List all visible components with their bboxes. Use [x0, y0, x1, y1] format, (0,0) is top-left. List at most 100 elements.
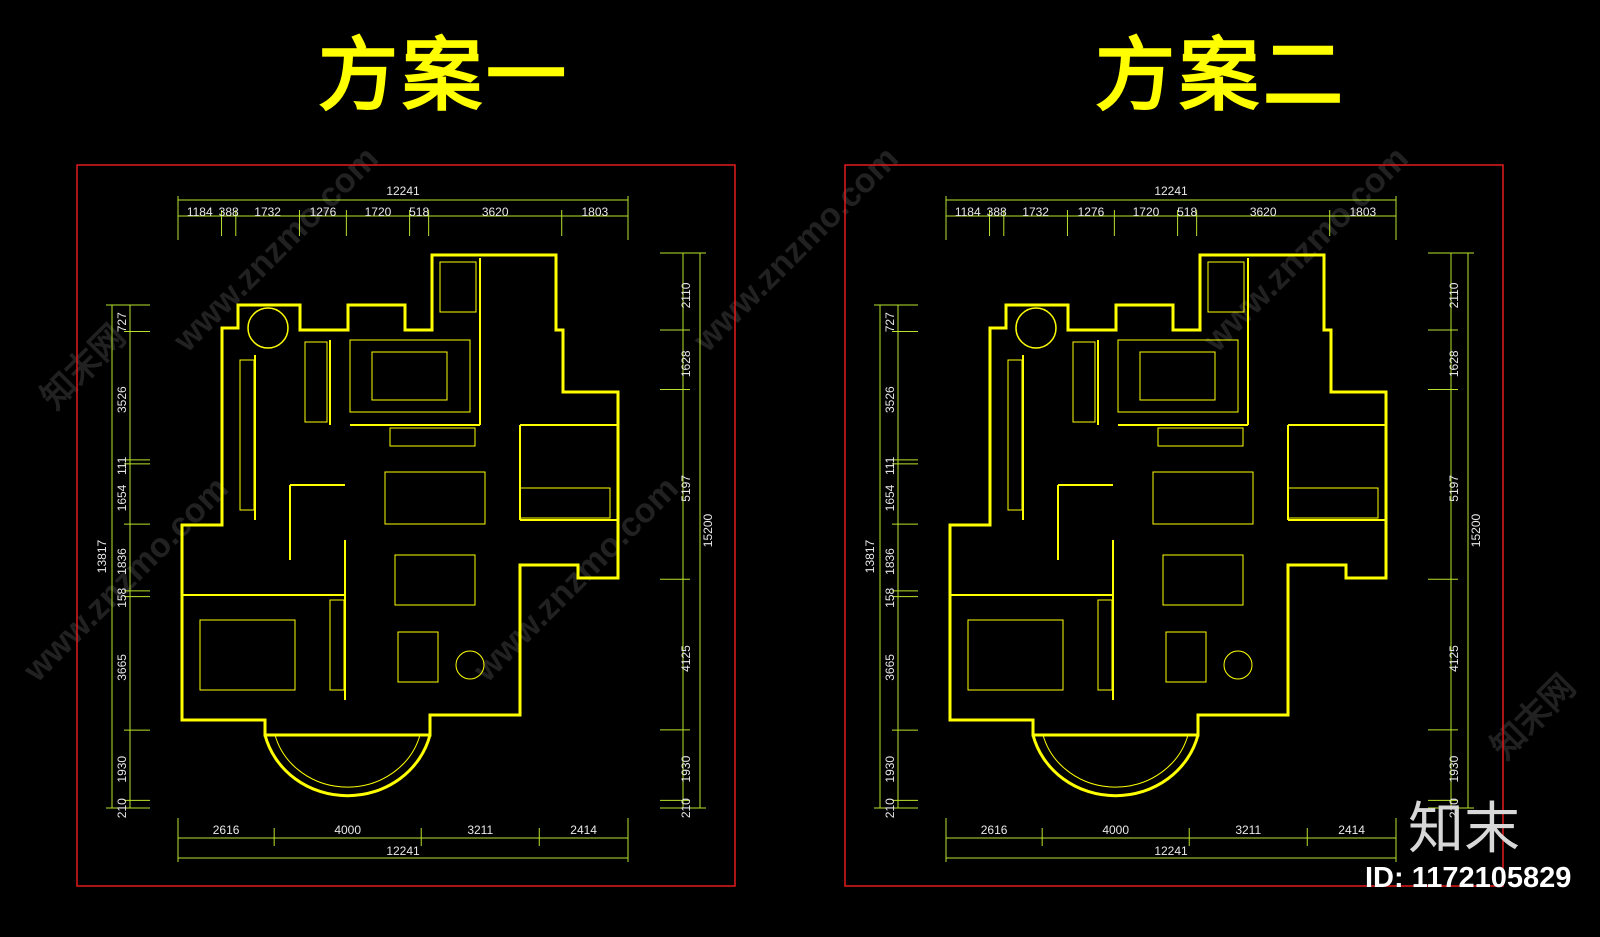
right-segment-dimension: 5197	[1447, 475, 1461, 502]
top-total-dimension: 12241	[386, 184, 420, 198]
image-id-label: ID: 1172105829	[1365, 862, 1572, 894]
left-segment-dimension: 3665	[115, 654, 129, 681]
bay-window-wall	[1031, 734, 1200, 798]
sofa	[394, 554, 476, 606]
bed	[967, 619, 1064, 691]
right-segment-dimension: 1628	[1447, 350, 1461, 377]
left-segment-dimension: 1930	[115, 756, 129, 783]
round-table	[1223, 650, 1253, 680]
left-segment-dimension: 158	[883, 587, 897, 607]
right-total-dimension: 15200	[1469, 513, 1483, 547]
kitchen-counter	[519, 487, 611, 519]
left-segment-dimension: 111	[883, 456, 897, 475]
sofa	[397, 631, 439, 683]
right-segment-dimension: 2110	[679, 282, 693, 308]
top-segment-dimension: 388	[987, 205, 1007, 219]
top-segment-dimension: 518	[409, 205, 429, 219]
top-segment-dimension: 1803	[1350, 205, 1377, 219]
bottom-segment-dimension: 4000	[334, 823, 361, 837]
exterior-wall	[180, 253, 620, 737]
left-segment-dimension: 1930	[883, 756, 897, 783]
left-segment-dimension: 210	[115, 798, 129, 818]
left-total-dimension: 13817	[95, 539, 109, 573]
storage-cabinets	[1157, 427, 1244, 447]
bed	[371, 351, 448, 401]
bottom-segment-dimension: 2616	[981, 823, 1008, 837]
sofa	[1165, 631, 1207, 683]
bottom-segment-dimension: 4000	[1102, 823, 1129, 837]
top-segment-dimension: 388	[219, 205, 239, 219]
left-segment-dimension: 3665	[883, 654, 897, 681]
left-segment-dimension: 3526	[115, 386, 129, 413]
right-segment-dimension: 1930	[679, 755, 693, 782]
left-segment-dimension: 1654	[883, 484, 897, 511]
right-segment-dimension: 210	[1447, 798, 1461, 818]
top-segment-dimension: 1276	[1078, 205, 1105, 219]
bay-window-wall	[263, 734, 432, 798]
bottom-segment-dimension: 2414	[1338, 823, 1365, 837]
top-total-dimension: 12241	[1154, 184, 1188, 198]
left-segment-dimension: 111	[115, 456, 129, 475]
sofa	[1162, 554, 1244, 606]
right-segment-dimension: 2110	[1447, 282, 1461, 308]
wardrobe	[1097, 599, 1113, 691]
top-segment-dimension: 1720	[365, 205, 392, 219]
bedroom-furniture	[1117, 339, 1239, 413]
right-segment-dimension: 210	[679, 798, 693, 818]
dining-table	[1152, 471, 1254, 525]
round-tub	[1015, 307, 1057, 349]
cabinet	[439, 261, 477, 313]
plan-two-title: 方案二	[1095, 29, 1347, 122]
left-total-dimension: 13817	[863, 539, 877, 573]
left-segment-dimension: 1836	[115, 548, 129, 575]
left-segment-dimension: 727	[883, 312, 897, 332]
right-total-dimension: 15200	[701, 513, 715, 547]
top-segment-dimension: 1720	[1133, 205, 1160, 219]
kitchen-counter	[1287, 487, 1379, 519]
bedroom-furniture	[349, 339, 471, 413]
round-table	[455, 650, 485, 680]
wardrobe	[239, 359, 255, 511]
wardrobe	[304, 341, 328, 423]
bottom-segment-dimension: 3211	[1235, 823, 1261, 837]
bottom-total-dimension: 12241	[1154, 844, 1188, 858]
left-segment-dimension: 3526	[883, 386, 897, 413]
bottom-total-dimension: 12241	[386, 844, 420, 858]
right-segment-dimension: 1628	[679, 350, 693, 377]
bottom-segment-dimension: 3211	[467, 823, 493, 837]
round-tub	[247, 307, 289, 349]
right-segment-dimension: 5197	[679, 475, 693, 502]
top-segment-dimension: 3620	[1250, 205, 1277, 219]
left-segment-dimension: 158	[115, 587, 129, 607]
brand-logo: 知末	[1408, 797, 1520, 862]
exterior-wall	[948, 253, 1388, 737]
bottom-segment-dimension: 2616	[213, 823, 240, 837]
top-segment-dimension: 1276	[310, 205, 337, 219]
right-segment-dimension: 4125	[1447, 645, 1461, 672]
wardrobe	[1072, 341, 1096, 423]
bay-window-wall	[1042, 734, 1189, 788]
plan-frame	[844, 164, 1504, 887]
left-segment-dimension: 210	[883, 798, 897, 818]
top-segment-dimension: 1732	[1022, 205, 1049, 219]
storage-cabinets	[389, 427, 476, 447]
top-segment-dimension: 1184	[955, 205, 981, 219]
left-segment-dimension: 1836	[883, 548, 897, 575]
top-segment-dimension: 1803	[582, 205, 609, 219]
cabinet	[1207, 261, 1245, 313]
wardrobe	[329, 599, 345, 691]
top-segment-dimension: 1732	[254, 205, 281, 219]
bay-window-wall	[274, 734, 421, 788]
wardrobe	[1007, 359, 1023, 511]
bed	[199, 619, 296, 691]
bed	[1139, 351, 1216, 401]
bottom-segment-dimension: 2414	[570, 823, 597, 837]
dining-table	[384, 471, 486, 525]
plan-one-title: 方案一	[318, 29, 570, 122]
left-segment-dimension: 1654	[115, 484, 129, 511]
right-segment-dimension: 4125	[679, 645, 693, 672]
plan-frame	[76, 164, 736, 887]
